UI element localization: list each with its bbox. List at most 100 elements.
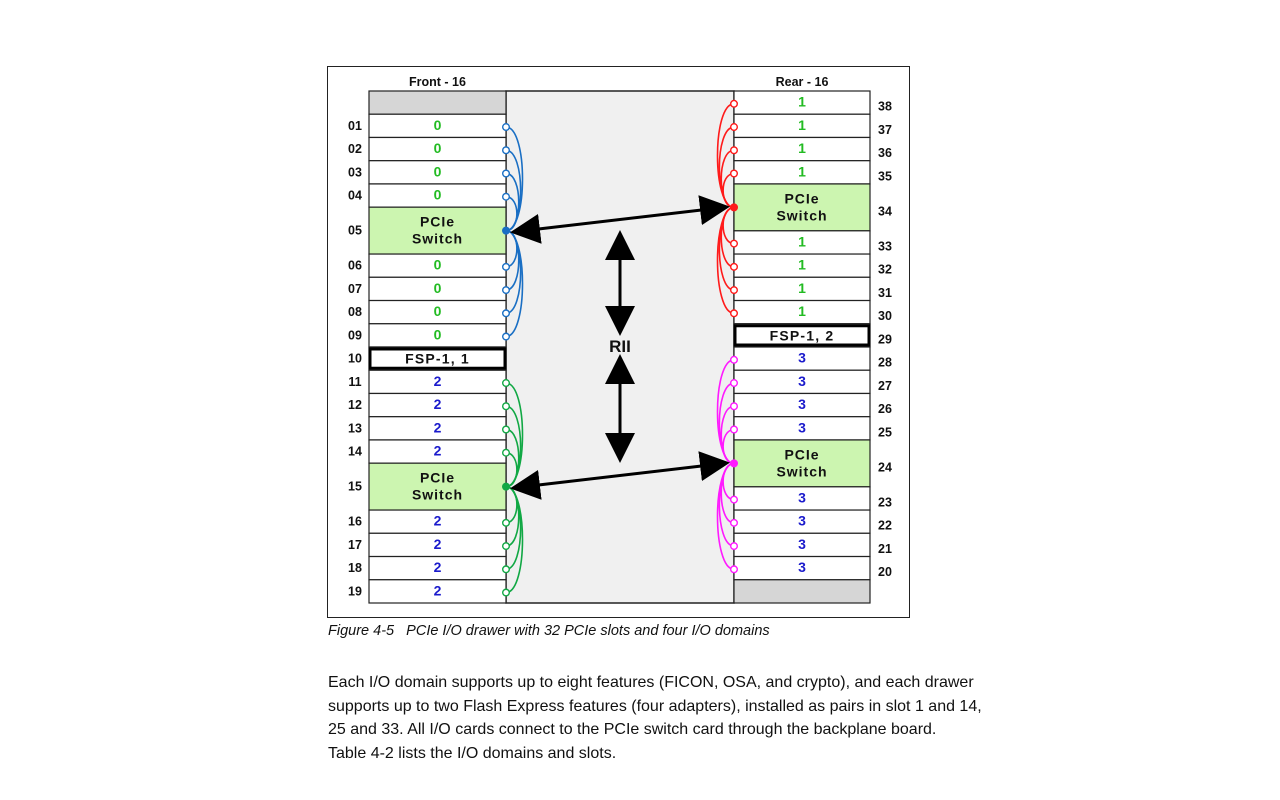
connector-node (502, 588, 511, 597)
connector-node (502, 542, 511, 551)
domain-label: 3 (798, 396, 806, 412)
connector-node (502, 286, 511, 295)
slot-number: 34 (878, 204, 892, 218)
connector-node (502, 192, 511, 201)
domain-label: 1 (798, 163, 806, 179)
switch-node (730, 459, 738, 468)
connector-node (730, 146, 739, 155)
domain-label: 2 (434, 582, 442, 598)
connector-node (730, 99, 739, 108)
slot-number: 38 (878, 100, 892, 114)
domain-label: 2 (434, 396, 442, 412)
slot-number: 18 (348, 561, 362, 575)
fsp-label: FSP-1, 1 (405, 351, 470, 367)
slot-number: 13 (348, 421, 362, 435)
switch-link-arrow (510, 195, 730, 244)
connector-node (730, 379, 739, 388)
domain-label: 2 (434, 513, 442, 529)
slot-number: 20 (878, 565, 892, 579)
slot-number: 11 (348, 375, 361, 389)
connector-node (730, 518, 739, 527)
domain-label: 3 (798, 489, 806, 505)
slot-number: 07 (348, 282, 362, 296)
switch-label-line: Switch (412, 231, 463, 247)
backplane (505, 90, 735, 604)
slot-number: 28 (878, 356, 892, 370)
slot-number: 23 (878, 495, 892, 509)
domain-label: 1 (798, 117, 806, 133)
switch-link-arrow (510, 451, 730, 500)
connector-node (730, 286, 739, 295)
switch-node (502, 482, 510, 491)
rii-label: RII (609, 337, 631, 356)
domain-label: 0 (434, 326, 442, 342)
slot-number: 02 (348, 142, 362, 156)
slot-number: 15 (348, 480, 362, 494)
connector-node (502, 262, 511, 271)
slot-number: 37 (878, 123, 892, 137)
slot-number: 36 (878, 146, 892, 160)
connector-node (730, 239, 739, 248)
connector-node (502, 379, 511, 388)
slot-number: 05 (348, 224, 362, 238)
domain-label: 2 (434, 373, 442, 389)
slot-number: 16 (348, 515, 362, 529)
connector-node (502, 146, 511, 155)
slot-number: 26 (878, 402, 892, 416)
switch-label-line: PCIe (784, 190, 819, 206)
domain-label: 2 (434, 559, 442, 575)
connector-node (730, 565, 739, 574)
connector-node (730, 309, 739, 318)
pcie-switch-slot (368, 462, 507, 511)
domain-label: 0 (434, 140, 442, 156)
slot-number: 04 (348, 189, 362, 203)
slot-number: 03 (348, 165, 362, 179)
body-line: supports up to two Flash Express feature… (328, 697, 982, 715)
domain-label: 0 (434, 303, 442, 319)
slot-number: 35 (878, 169, 892, 183)
connector-node (730, 169, 739, 178)
domain-label: 2 (434, 443, 442, 459)
switch-label-line: PCIe (420, 214, 455, 230)
figure-caption: Figure 4-5 PCIe I/O drawer with 32 PCIe … (328, 623, 770, 639)
switch-node (502, 226, 510, 235)
slot-number: 14 (348, 445, 362, 459)
body-line: Table 4-2 lists the I/O domains and slot… (328, 744, 617, 762)
fsp-slot (733, 324, 871, 347)
domain-label: 2 (434, 419, 442, 435)
fsp-label: FSP-1, 2 (770, 327, 835, 343)
domain-label: 1 (798, 257, 806, 273)
connector-node (730, 123, 739, 132)
domain-label: 1 (798, 303, 806, 319)
connector-node (730, 402, 739, 411)
slot-number: 27 (878, 379, 892, 393)
slot-number: 33 (878, 239, 892, 253)
switch-label-line: Switch (776, 463, 827, 479)
connector-node (502, 448, 511, 457)
slot-number: 32 (878, 263, 892, 277)
domain-label: 0 (434, 187, 442, 203)
domain-label: 0 (434, 280, 442, 296)
slot-number: 21 (878, 542, 892, 556)
connector-node (730, 355, 739, 364)
domain-label: 0 (434, 163, 442, 179)
connector-node (502, 425, 511, 434)
connector-node (502, 518, 511, 527)
slot-number: 24 (878, 460, 892, 474)
body-paragraph: Each I/O domain supports up to eight fea… (328, 671, 1128, 765)
domain-label: 1 (798, 233, 806, 249)
slot-number: 25 (878, 425, 892, 439)
front-header: Front - 16 (409, 75, 466, 89)
slot-number: 22 (878, 519, 892, 533)
switch-node (730, 203, 738, 212)
rear-header: Rear - 16 (776, 75, 829, 89)
switch-label-line: PCIe (420, 470, 455, 486)
slot-number: 19 (348, 584, 362, 598)
connector-node (730, 262, 739, 271)
switch-label-line: PCIe (784, 446, 819, 462)
domain-label: 3 (798, 513, 806, 529)
slot-number: 30 (878, 309, 892, 323)
switch-label-line: Switch (776, 207, 827, 223)
connector-node (502, 565, 511, 574)
body-line: Each I/O domain supports up to eight fea… (328, 674, 974, 691)
